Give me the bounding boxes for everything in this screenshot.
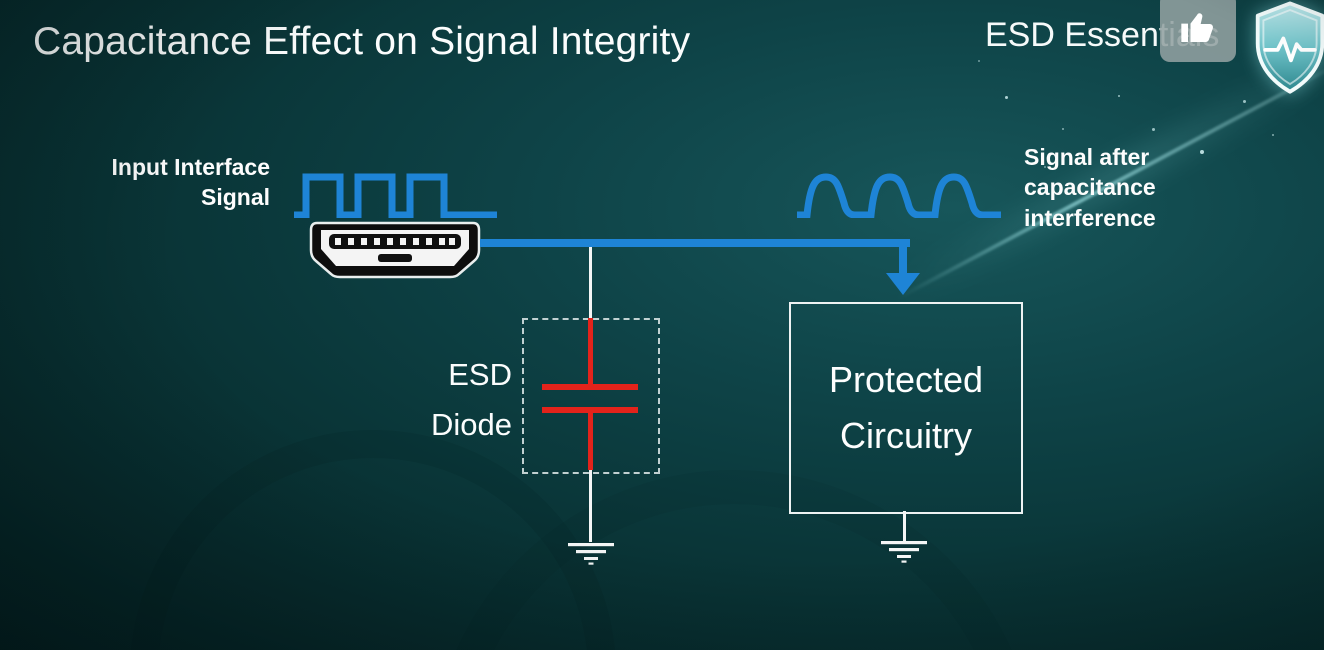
protected-box-line1: Protected <box>828 359 984 401</box>
signal-path-arrow <box>480 239 920 295</box>
slide-title: Capacitance Effect on Signal Integrity <box>33 20 691 63</box>
esd-label-line1: ESD <box>448 357 512 392</box>
ground-symbol <box>881 541 927 563</box>
output-signal-label: Signal after capacitance interference <box>1024 142 1229 233</box>
capacitor-wire-top <box>589 247 592 318</box>
sparkle-dot <box>1044 166 1046 168</box>
protected-box-ground-wire <box>903 511 906 541</box>
protected-box-line2: Circuitry <box>840 415 972 456</box>
input-label-line1: Input Interface <box>111 154 270 180</box>
sparkle-dot <box>978 60 980 62</box>
ground-symbol <box>568 543 614 565</box>
esd-diode-label: ESD Diode <box>330 350 512 450</box>
capacitor-wire-bottom <box>589 470 592 542</box>
sparkle-dot <box>1062 128 1064 130</box>
protected-circuitry-box: Protected Circuitry <box>789 302 1023 514</box>
input-signal-label: Input Interface Signal <box>58 152 270 213</box>
output-label-line1: Signal after <box>1024 144 1150 170</box>
distorted-square-wave <box>797 173 1001 218</box>
hdmi-connector-icon <box>309 221 481 279</box>
esd-label-line2: Diode <box>431 407 512 443</box>
capacitor-plate-top <box>542 384 638 390</box>
sparkle-dot <box>1243 100 1246 103</box>
thumbs-up-tile <box>1160 0 1236 62</box>
sparkle-dot <box>1272 134 1274 136</box>
sparkle-dot <box>1152 128 1155 131</box>
capacitor-lead-bottom <box>588 413 593 470</box>
thumbs-up-icon <box>1181 13 1213 42</box>
capacitor-lead-top <box>588 318 593 384</box>
esd-shield-logo <box>1255 1 1324 94</box>
sparkle-dot <box>1200 150 1204 154</box>
sparkle-dot <box>1005 96 1008 99</box>
input-label-line2: Signal <box>200 184 270 211</box>
capacitor-plate-bottom <box>542 407 638 413</box>
sparkle-dot <box>1118 95 1120 97</box>
output-label-line3: interference <box>1024 204 1156 231</box>
output-label-line2: capacitance <box>1024 174 1156 201</box>
clean-square-wave <box>294 173 497 218</box>
